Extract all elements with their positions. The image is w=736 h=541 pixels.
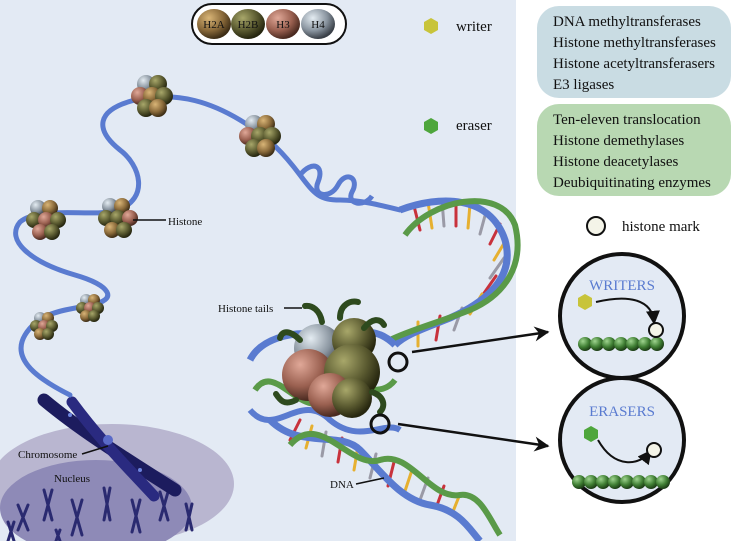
nucleosome-4 — [98, 198, 138, 238]
dna-helix — [388, 197, 521, 348]
eraser-enzyme: Histone demethylases — [553, 133, 685, 149]
histone-tails — [273, 298, 387, 415]
writer-hexagon-icon — [424, 18, 438, 34]
writer-enzyme: Histone methyltransferases — [553, 35, 716, 51]
erasers-title: ERASERS — [589, 404, 655, 420]
eraser-hexagon-icon — [424, 118, 438, 134]
legend-eraser-label: eraser — [456, 118, 492, 134]
eraser-enzyme: Deubiquitinating enzymes — [553, 175, 711, 191]
erasers-panel: ERASERS — [558, 376, 686, 504]
eraser-site-ring — [369, 413, 391, 435]
legend-h3: H3 — [276, 19, 290, 31]
arrow-to-erasers — [397, 422, 550, 452]
legend-h2a: H2A — [203, 19, 224, 31]
legend-writer-label: writer — [456, 19, 492, 35]
nucleosome-3 — [26, 200, 66, 240]
erasers-mark-icon — [646, 442, 662, 458]
eraser-enzyme: Ten-eleven translocation — [553, 112, 701, 128]
label-nucleus: Nucleus — [54, 473, 90, 485]
writers-hexagon-icon — [578, 294, 592, 310]
nucleosome-5 — [76, 294, 104, 322]
arrow-to-writers — [411, 326, 550, 354]
chromosome — [37, 393, 182, 502]
nucleosome-6 — [30, 312, 58, 340]
writers-title: WRITERS — [589, 278, 655, 294]
writers-mark-icon — [648, 322, 664, 338]
legend-h4: H4 — [311, 19, 325, 31]
histone-mark-icon — [586, 216, 606, 236]
writer-site-ring — [387, 351, 409, 373]
label-chromosome: Chromosome — [18, 449, 77, 461]
eraser-enzyme: Histone deacetylases — [553, 154, 679, 170]
nucleosome-1 — [131, 75, 173, 117]
nucleosome-2 — [239, 115, 281, 157]
chromatin-coil — [298, 163, 375, 206]
erasers-beads — [572, 475, 670, 489]
legend-h2b: H2B — [238, 19, 259, 31]
legend-mark-label: histone mark — [622, 219, 700, 235]
label-histone-tails: Histone tails — [218, 303, 273, 315]
histone-legend: H2A H2B H3 H4 — [191, 3, 347, 45]
writers-beads — [578, 337, 664, 351]
writer-enzyme: E3 ligases — [553, 77, 615, 93]
nucleus-chromosomes — [6, 486, 194, 541]
writer-enzyme: DNA methyltransferases — [553, 14, 701, 30]
erasers-hexagon-icon — [584, 426, 598, 442]
writer-enzymes-box: DNA methyltransferases Histone methyltra… — [537, 6, 731, 98]
writer-enzyme: Histone acetyltransferasers — [553, 56, 716, 72]
writers-panel: WRITERS — [558, 252, 686, 380]
label-dna: DNA — [330, 479, 354, 491]
eraser-enzymes-box: Ten-eleven translocation Histone demethy… — [537, 104, 731, 196]
label-histone: Histone — [168, 216, 202, 228]
nucleosome-large — [282, 318, 380, 418]
